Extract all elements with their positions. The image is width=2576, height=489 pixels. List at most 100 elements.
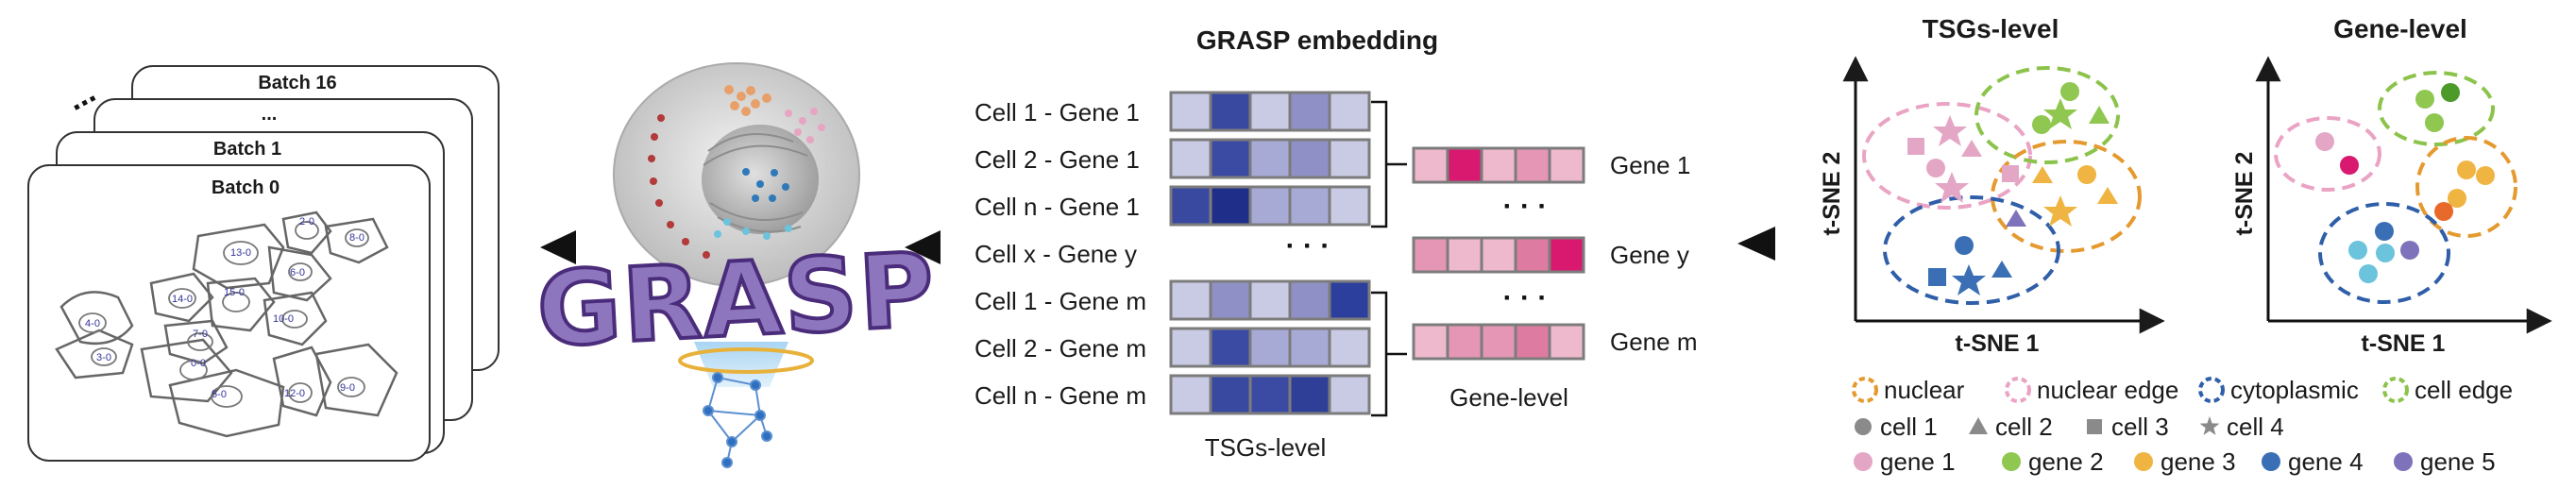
legend-region-label: cytoplasmic bbox=[2230, 376, 2359, 404]
tsg-cell bbox=[1328, 279, 1371, 321]
svg-text:12-0: 12-0 bbox=[284, 388, 305, 399]
tsg-cell bbox=[1209, 91, 1252, 132]
tsg-cell bbox=[1248, 138, 1292, 179]
point-gene-3b bbox=[2476, 166, 2495, 185]
tsg-row-label: Cell x - Gene y bbox=[974, 240, 1137, 268]
legend-gene-label: gene 5 bbox=[2420, 447, 2496, 476]
gene-cell bbox=[1412, 146, 1449, 184]
legend-gene-swatch bbox=[2262, 452, 2280, 471]
gene-row-label: Gene 1 bbox=[1610, 151, 1690, 179]
tsg-row-label: Cell 2 - Gene m bbox=[974, 334, 1146, 363]
cluster-cell-edge bbox=[1974, 66, 2120, 164]
tsg-cell bbox=[1248, 185, 1292, 227]
detector-ring bbox=[678, 347, 814, 374]
star-icon bbox=[2199, 416, 2220, 435]
gene-points bbox=[2315, 83, 2495, 283]
gene-cell bbox=[1480, 323, 1517, 361]
tsg-cell bbox=[1169, 91, 1212, 132]
legend-gene-label: gene 3 bbox=[2161, 447, 2236, 476]
square-icon bbox=[2087, 419, 2102, 434]
legend-cell-label: cell 2 bbox=[1995, 413, 2053, 441]
tsg-cell bbox=[1209, 138, 1252, 179]
point-triangle bbox=[1961, 140, 1982, 157]
gene-cell bbox=[1480, 146, 1517, 184]
svg-text:14-0: 14-0 bbox=[172, 294, 193, 305]
triangle-icon bbox=[1969, 417, 1988, 434]
batch-stack: Batch 16 ... ... Batch 1 Batch 0 ... bbox=[27, 65, 500, 462]
cluster-cytoplasmic bbox=[2318, 202, 2450, 304]
point-gene-5 bbox=[2400, 241, 2419, 260]
svg-text:13-0: 13-0 bbox=[230, 247, 251, 259]
tsg-cell bbox=[1288, 374, 1331, 415]
cluster-nuclear-edge bbox=[1862, 102, 2032, 210]
bracket-top bbox=[1371, 100, 1407, 228]
cluster-cytoplasmic bbox=[1883, 195, 2060, 305]
tsg-cell bbox=[1288, 91, 1331, 132]
legend-gene-label: gene 1 bbox=[1880, 447, 1956, 476]
point-gene-4b bbox=[2348, 241, 2367, 260]
legend-gene-label: gene 2 bbox=[2028, 447, 2104, 476]
point-star bbox=[1952, 264, 1986, 295]
tsg-cell bbox=[1288, 185, 1331, 227]
legend-region-label: nuclear edge bbox=[2037, 376, 2178, 404]
cell-nuclei bbox=[78, 221, 369, 408]
gene-row-label: Gene m bbox=[1610, 328, 1698, 356]
bracket-bottom bbox=[1371, 291, 1407, 417]
flow-arrow-2 bbox=[905, 230, 941, 264]
point-circle bbox=[2060, 82, 2079, 101]
tsg-cell bbox=[1328, 91, 1371, 132]
tsg-cell bbox=[1288, 138, 1331, 179]
svg-text:9-0: 9-0 bbox=[340, 382, 355, 394]
gene-cell bbox=[1514, 323, 1551, 361]
gene-level-caption: Gene-level bbox=[1449, 383, 1568, 412]
tsg-cell bbox=[1248, 279, 1292, 321]
point-circle bbox=[2077, 165, 2096, 184]
legend-gene-swatch bbox=[1854, 452, 1873, 471]
tsg-row-label: Cell n - Gene m bbox=[974, 381, 1146, 410]
cluster-nuclear-edge bbox=[2274, 116, 2381, 192]
tsg-cell bbox=[1169, 138, 1212, 179]
point-triangle bbox=[2097, 187, 2118, 204]
tsne-gene-plot: Gene-level t-SNE 1 t-SNE 2 bbox=[2231, 14, 2552, 357]
tsg-row-label: Cell n - Gene 1 bbox=[974, 193, 1140, 221]
grasp-logo-graphic: GRASP bbox=[533, 62, 941, 468]
tsg-cell bbox=[1169, 374, 1212, 415]
point-gene-2 bbox=[2415, 90, 2434, 109]
tsg-cell bbox=[1248, 91, 1292, 132]
svg-text:3-0: 3-0 bbox=[96, 352, 111, 363]
cluster-cell-edge bbox=[2378, 71, 2495, 146]
point-gene-3c bbox=[2448, 189, 2466, 208]
cluster-nuclear bbox=[2415, 136, 2517, 238]
tsg-cell bbox=[1169, 185, 1212, 227]
point-gene-4d bbox=[2359, 264, 2378, 283]
tsg-cell bbox=[1328, 374, 1371, 415]
point-star bbox=[2043, 195, 2077, 227]
legend-region-swatch bbox=[2382, 377, 2409, 403]
legend-region-label: cell edge bbox=[2415, 376, 2513, 404]
gene-cell bbox=[1480, 236, 1517, 274]
batch-16-label: Batch 16 bbox=[258, 73, 336, 93]
point-gene-2b bbox=[2441, 83, 2460, 102]
legend-cell-label: cell 4 bbox=[2227, 413, 2284, 441]
legend-gene-swatch bbox=[2394, 452, 2413, 471]
legend-region-swatch bbox=[1852, 377, 1878, 403]
point-star bbox=[1933, 115, 1967, 146]
legend-region-swatch bbox=[2198, 377, 2225, 403]
gene-x-label: t-SNE 1 bbox=[2362, 330, 2446, 357]
svg-text:7-0: 7-0 bbox=[193, 329, 208, 340]
gene-cell bbox=[1548, 146, 1585, 184]
point-gene-4c bbox=[2376, 244, 2395, 262]
graph-network-icon bbox=[703, 372, 772, 468]
tsg-row-label: Cell 1 - Gene m bbox=[974, 287, 1146, 315]
svg-text:4-0: 4-0 bbox=[85, 318, 100, 329]
tsg-cell bbox=[1288, 279, 1331, 321]
transcript-dots bbox=[648, 85, 825, 259]
tsg-cell bbox=[1248, 374, 1292, 415]
tsg-row-label: Cell 2 - Gene 1 bbox=[974, 145, 1140, 174]
point-square bbox=[1907, 138, 1924, 155]
point-star bbox=[2043, 98, 2077, 129]
tsg-cell bbox=[1248, 327, 1292, 368]
